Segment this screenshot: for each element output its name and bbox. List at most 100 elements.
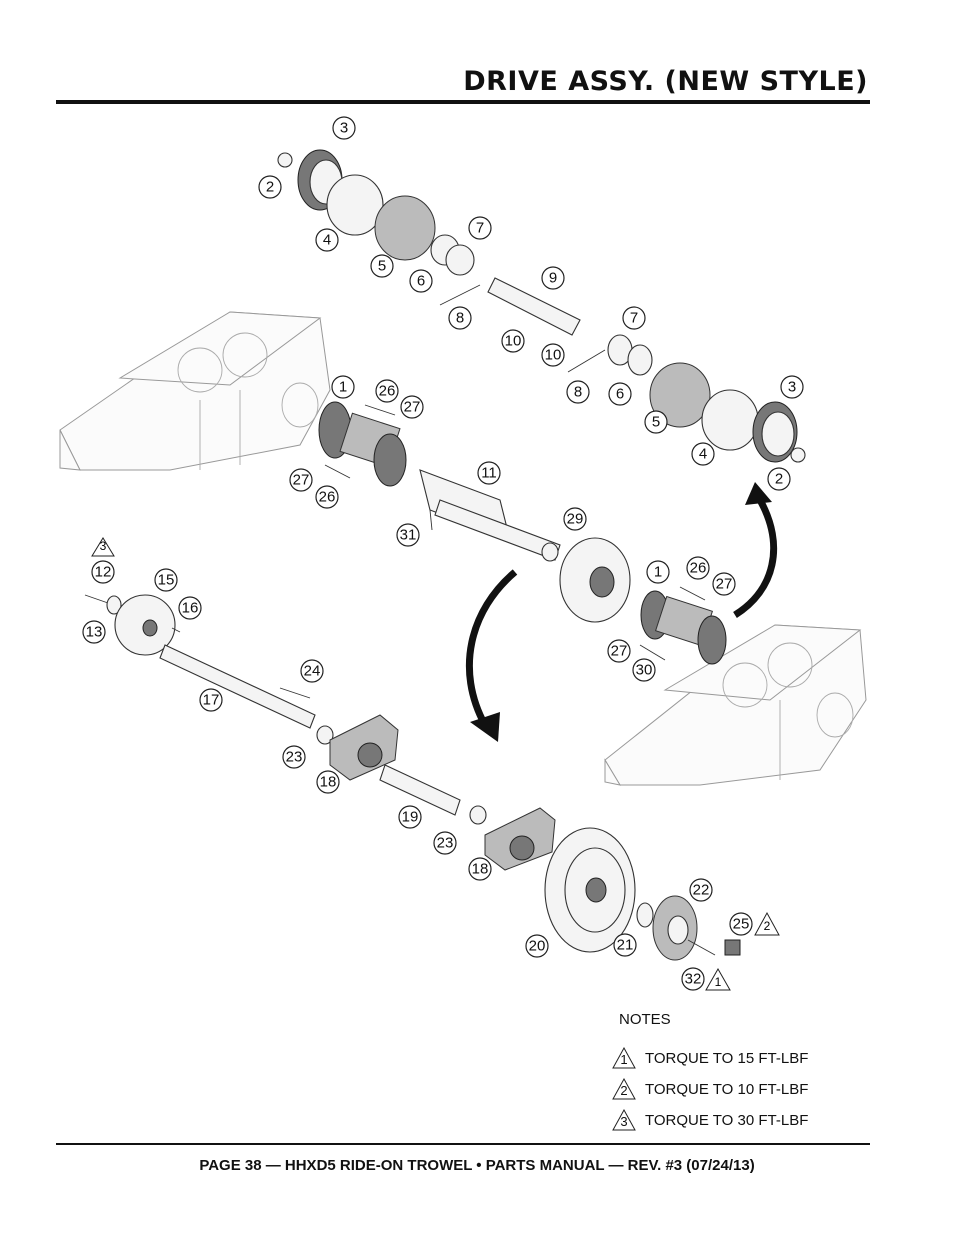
note-item: 2 TORQUE TO 10 FT-LBF	[611, 1078, 808, 1100]
svg-text:1: 1	[654, 564, 662, 581]
header-rule	[56, 100, 870, 104]
callout: 22	[689, 878, 713, 902]
svg-text:9: 9	[549, 270, 557, 287]
callout: 6	[409, 269, 433, 293]
lower-jackshaft-assembly	[84, 594, 741, 961]
svg-text:27: 27	[293, 472, 310, 489]
callout: 23	[433, 831, 457, 855]
svg-text:18: 18	[320, 774, 337, 791]
svg-text:11: 11	[481, 465, 497, 482]
gearbox-frame-lower	[604, 624, 867, 786]
svg-text:1: 1	[339, 379, 347, 396]
callout: 32	[681, 967, 705, 991]
svg-text:20: 20	[529, 938, 546, 955]
middle-shaft-assembly	[318, 401, 727, 665]
svg-text:10: 10	[545, 347, 562, 364]
svg-text:5: 5	[378, 258, 386, 275]
callout: 19	[398, 805, 422, 829]
note-item: 3 TORQUE TO 30 FT-LBF	[611, 1109, 808, 1131]
callout: 31	[396, 523, 420, 547]
svg-text:8: 8	[456, 310, 464, 327]
svg-text:27: 27	[716, 576, 733, 593]
svg-text:16: 16	[182, 600, 199, 617]
notes-title: NOTES	[619, 1011, 671, 1028]
page-title: DRIVE ASSY. (NEW STYLE)	[463, 66, 868, 97]
callout: 27	[712, 572, 736, 596]
torque-flag: 2	[754, 911, 780, 936]
svg-text:26: 26	[319, 489, 336, 506]
svg-text:26: 26	[690, 560, 707, 577]
svg-text:7: 7	[630, 310, 638, 327]
gearbox-frame-upper	[59, 311, 331, 471]
callout: 21	[613, 933, 637, 957]
svg-text:2: 2	[764, 919, 771, 933]
svg-text:18: 18	[472, 861, 489, 878]
callout: 18	[316, 770, 340, 794]
svg-text:5: 5	[652, 414, 660, 431]
svg-text:12: 12	[95, 564, 112, 581]
svg-text:8: 8	[574, 384, 582, 401]
svg-text:31: 31	[400, 527, 417, 544]
svg-text:3: 3	[340, 120, 348, 137]
svg-text:23: 23	[286, 749, 303, 766]
callout: 25	[729, 912, 753, 936]
svg-text:2: 2	[775, 471, 783, 488]
callout: 7	[622, 306, 646, 330]
callout: 18	[468, 857, 492, 881]
callout: 27	[607, 639, 631, 663]
svg-text:24: 24	[304, 663, 321, 680]
callout: 2	[258, 175, 282, 199]
torque-flag-icon: 2	[611, 1078, 637, 1100]
callout: 1	[331, 375, 355, 399]
upper-coupling-assembly	[277, 149, 806, 463]
callout: 26	[315, 485, 339, 509]
direction-arrows	[465, 482, 778, 742]
svg-text:27: 27	[611, 643, 628, 660]
svg-text:13: 13	[86, 624, 103, 641]
callout: 29	[563, 507, 587, 531]
svg-text:6: 6	[417, 273, 425, 290]
note-text: TORQUE TO 15 FT-LBF	[645, 1049, 809, 1067]
callout: 6	[608, 382, 632, 406]
callout: 5	[644, 410, 668, 434]
callout: 26	[686, 556, 710, 580]
callout: 8	[448, 306, 472, 330]
callout: 2	[767, 467, 791, 491]
svg-text:15: 15	[158, 572, 175, 589]
callout: 23	[282, 745, 306, 769]
callout: 1	[646, 560, 670, 584]
svg-text:4: 4	[323, 232, 331, 249]
callout: 4	[691, 442, 715, 466]
torque-flag-icon: 1	[611, 1047, 637, 1069]
svg-text:22: 22	[693, 882, 710, 899]
callout: 7	[468, 216, 492, 240]
svg-text:25: 25	[733, 916, 750, 933]
page-footer: PAGE 38 — HHXD5 RIDE-ON TROWEL • PARTS M…	[199, 1157, 755, 1174]
footer-rule	[56, 1143, 870, 1145]
svg-text:3: 3	[788, 379, 796, 396]
callout: 26	[375, 379, 399, 403]
note-item: 1 TORQUE TO 15 FT-LBF	[611, 1047, 808, 1069]
svg-text:2: 2	[266, 179, 274, 196]
svg-text:1: 1	[715, 975, 722, 989]
svg-text:21: 21	[617, 937, 634, 954]
callout: 16	[178, 596, 202, 620]
callout: 27	[400, 395, 424, 419]
svg-text:7: 7	[476, 220, 484, 237]
svg-text:19: 19	[402, 809, 419, 826]
callout: 10	[501, 329, 525, 353]
callout: 20	[525, 934, 549, 958]
callout: 24	[300, 659, 324, 683]
callout: 5	[370, 254, 394, 278]
svg-text:4: 4	[699, 446, 707, 463]
torque-flag-icon: 3	[611, 1109, 637, 1131]
callout: 3	[332, 116, 356, 140]
svg-text:27: 27	[404, 399, 421, 416]
svg-text:26: 26	[379, 383, 396, 400]
torque-flag: 3	[91, 537, 115, 557]
callout-bubbles: 3 2 4 5 6 7 9 8 10 10 7 8 6 3 5 4 2 1 26…	[82, 116, 804, 991]
torque-flags: 3 2 1	[91, 537, 780, 991]
note-text: TORQUE TO 10 FT-LBF	[645, 1080, 809, 1098]
callout: 10	[541, 343, 565, 367]
